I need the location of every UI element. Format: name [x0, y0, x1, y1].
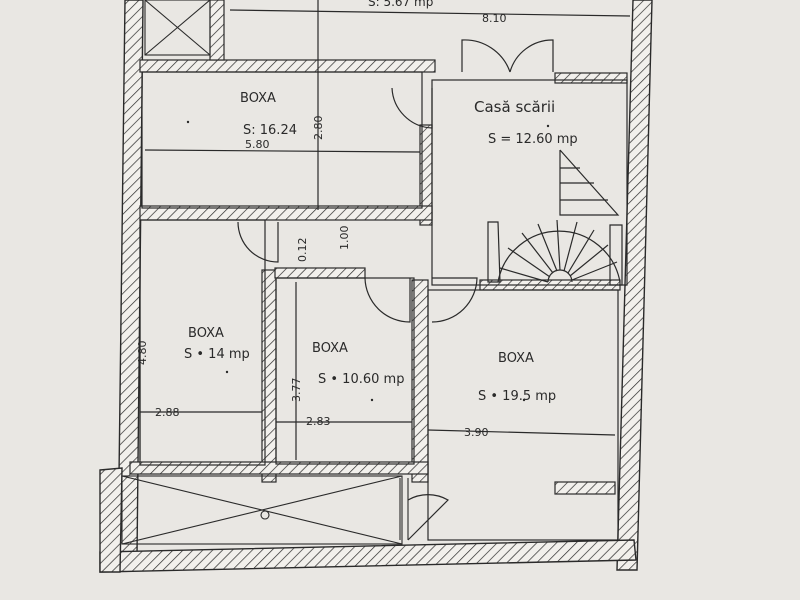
boxa1-dim-line: [144, 149, 421, 153]
room-stair-outline: [431, 79, 628, 286]
mark-2: [225, 370, 229, 374]
room-label-boxa3: BOXA: [188, 326, 224, 341]
wall-boxa3-right: [261, 269, 277, 483]
dim-boxa1-height: 2.80: [312, 116, 325, 141]
door-stair-entrance-2[interactable]: [509, 39, 554, 73]
top-partial-label: S: 5.67 mp: [368, 0, 433, 9]
door-boxa5[interactable]: [431, 277, 478, 323]
corridor-center-point: [260, 510, 270, 520]
stair-post-left: [487, 221, 501, 283]
boxa5-dim-line: [427, 429, 616, 436]
dim-boxa3-width: 2.88: [155, 406, 180, 419]
room-area-boxa5: S • 19.5 mp: [478, 389, 556, 404]
dim-door-100: 1.00: [338, 226, 351, 251]
dim-boxa5-width: 3.90: [464, 426, 489, 439]
mark-4: [522, 398, 526, 402]
room-lines: [139, 0, 631, 541]
room-area-boxa4: S • 10.60 mp: [318, 372, 404, 387]
doors: [237, 39, 554, 541]
corridor-diagonal-b: [121, 475, 403, 545]
stair-post-right: [609, 224, 623, 286]
wall-right: [616, 0, 653, 571]
fragment-box: [144, 0, 211, 56]
dim-left-height: 4.80: [136, 341, 149, 366]
dim-wall-012: 0.12: [296, 238, 309, 263]
spiral-stair: [487, 149, 623, 286]
interior-walls: [129, 0, 628, 495]
dim-boxa1-width: 5.80: [245, 138, 270, 151]
dim-boxa4-width: 2.83: [306, 415, 331, 428]
dim-boxa4-height: 3.77: [290, 378, 303, 403]
corridor-box: [121, 475, 403, 545]
wall-top-divider: [139, 59, 436, 73]
room-boxa-bottom-right: [427, 289, 619, 541]
pencil-marks: [186, 120, 550, 402]
wall-upper-stub: [209, 0, 225, 61]
dim-top-width: 8.10: [482, 12, 507, 25]
wall-boxa4-top: [274, 267, 366, 279]
mark-1: [186, 120, 190, 124]
room-label-boxa1: BOXA: [240, 91, 276, 106]
stair-tread-8: [569, 244, 609, 277]
wall-right-stub: [554, 481, 616, 495]
wall-bottom: [99, 539, 637, 573]
room-label-boxa4: BOXA: [312, 341, 348, 356]
room-area-stair: S = 12.60 mp: [488, 132, 578, 147]
room-area-boxa1: S: 16.24: [243, 123, 297, 138]
stair-tread-1: [499, 267, 549, 283]
room-boxa-top: [141, 71, 423, 209]
wall-bottom-left: [99, 467, 123, 573]
top-dim-line: [229, 9, 631, 17]
wall-stair-top: [554, 72, 628, 84]
top-left-fragment: [144, 0, 211, 56]
bottom-corridor: [121, 475, 409, 545]
door-boxa1[interactable]: [391, 87, 433, 129]
door-corridor[interactable]: [407, 494, 449, 541]
stair-tread-6: [563, 221, 578, 272]
room-label-stair: Casă scării: [474, 98, 555, 116]
room-boxa-left: [139, 219, 266, 466]
mark-5: [546, 124, 550, 128]
room-labels: BOXA S: 16.24 Casă scării S = 12.60 mp B…: [184, 0, 578, 404]
fragment-diagonal-b: [144, 0, 211, 56]
door-boxa4[interactable]: [364, 277, 411, 323]
stair-tread-5: [556, 219, 561, 271]
stair-tread-4: [537, 223, 558, 272]
exterior-walls: [99, 0, 653, 573]
stair-tread-3: [521, 232, 554, 274]
room-boxa-middle: [275, 277, 415, 465]
stair-tread-7: [567, 229, 595, 274]
door-stair-entrance[interactable]: [461, 39, 511, 73]
room-area-boxa3: S • 14 mp: [184, 347, 250, 362]
mark-3: [370, 398, 374, 402]
room-label-boxa5: BOXA: [498, 351, 534, 366]
dimension-labels: 8.10 5.80 2.80 0.12 1.00 4.80 2.88 2.83 …: [136, 12, 507, 439]
door-boxa3[interactable]: [237, 221, 279, 263]
stair-outer-arc: [497, 230, 621, 283]
stair-tread-2: [507, 247, 551, 278]
